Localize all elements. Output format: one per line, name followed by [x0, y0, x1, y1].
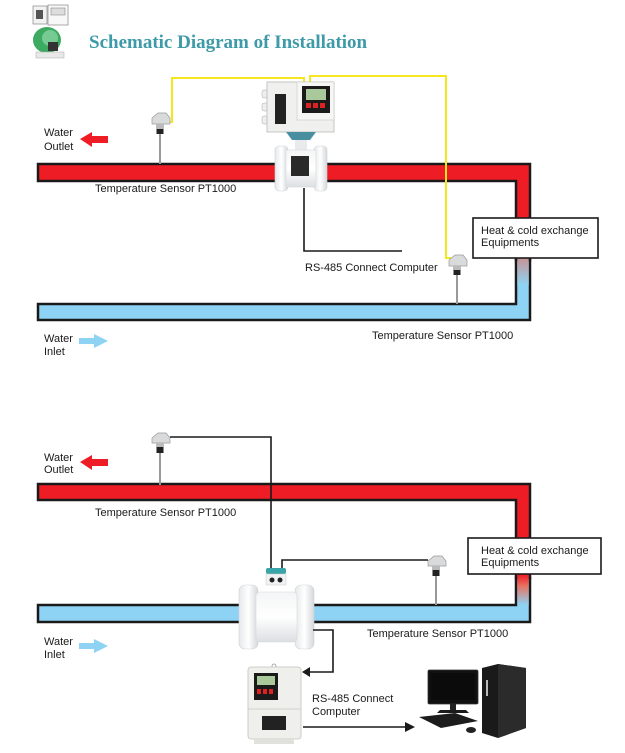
diagram-bottom: Water Outlet Water Inlet Temperature Sen…: [36, 432, 602, 744]
heat-exchange-label-line1: Heat & cold exchange: [481, 225, 589, 237]
rs485-label-top: RS-485 Connect Computer: [305, 262, 438, 274]
water-outlet-label-line2-bottom: Outlet: [44, 464, 73, 476]
temperature-sensor-outlet-icon-bottom: [151, 432, 171, 485]
converter-arrow-icon: [302, 667, 310, 677]
flow-converter-icon: [247, 663, 302, 744]
heat-exchange-gradient-bottom: [517, 575, 529, 605]
desktop-computer-icon: [419, 664, 526, 738]
inlet-arrow-icon-bottom: [79, 639, 108, 653]
temperature-sensor-outlet-label: Temperature Sensor PT1000: [95, 183, 236, 195]
rs485-wire-top: [303, 188, 402, 252]
remote-flowmeter-sensor-icon: [238, 568, 315, 650]
temperature-sensor-outlet-label-bottom: Temperature Sensor PT1000: [95, 507, 236, 519]
water-outlet-label-line2: Outlet: [44, 141, 73, 153]
outlet-arrow-icon: [80, 132, 108, 147]
outlet-arrow-icon-bottom: [80, 455, 108, 470]
temperature-sensor-inlet-label-bottom: Temperature Sensor PT1000: [367, 628, 508, 640]
diagram-top: Water Outlet Water Inlet Temperature Sen…: [36, 75, 599, 358]
heat-exchange-equipment-box-bottom: [467, 537, 602, 575]
water-outlet-label-line1: Water: [44, 127, 73, 139]
temperature-sensor-inlet-label: Temperature Sensor PT1000: [372, 330, 513, 342]
temperature-sensor-outlet-icon: [151, 112, 171, 164]
water-inlet-label-line2-bottom: Inlet: [44, 649, 65, 661]
water-inlet-label-line1: Water: [44, 333, 73, 345]
integrated-flowmeter-icon: [261, 81, 335, 192]
rs485-label-bottom-line2: Computer: [312, 706, 361, 718]
page-title: Schematic Diagram of Installation: [89, 32, 368, 53]
rs485-label-bottom-line1: RS-485 Connect: [312, 693, 393, 705]
inlet-arrow-icon: [79, 334, 108, 348]
sensor-to-converter-cable: [306, 629, 334, 673]
cold-pipe: [36, 258, 532, 322]
temperature-sensor-inlet-icon: [448, 254, 468, 304]
signal-wire-outlet-sensor: [170, 436, 272, 568]
signal-wire-right: [309, 75, 451, 259]
hot-pipe-bottom: [36, 482, 532, 580]
signal-wire-inlet-sensor: [281, 559, 428, 568]
water-inlet-label-line2: Inlet: [44, 346, 65, 358]
temperature-sensor-inlet-icon-bottom: [427, 555, 447, 605]
heat-exchange-label-line2-bottom: Equipments: [481, 557, 540, 569]
heat-exchange-label-line1-bottom: Heat & cold exchange: [481, 545, 589, 557]
heat-exchange-equipment-box: [472, 217, 599, 259]
header: Schematic Diagram of Installation: [32, 4, 368, 59]
heat-exchange-label-line2: Equipments: [481, 237, 540, 249]
flowmeter-logo-icon: [32, 4, 69, 59]
rs485-arrow-icon: [405, 722, 415, 732]
cold-pipe-bottom: [36, 576, 532, 624]
water-outlet-label-line1-bottom: Water: [44, 452, 73, 464]
water-inlet-label-line1-bottom: Water: [44, 636, 73, 648]
